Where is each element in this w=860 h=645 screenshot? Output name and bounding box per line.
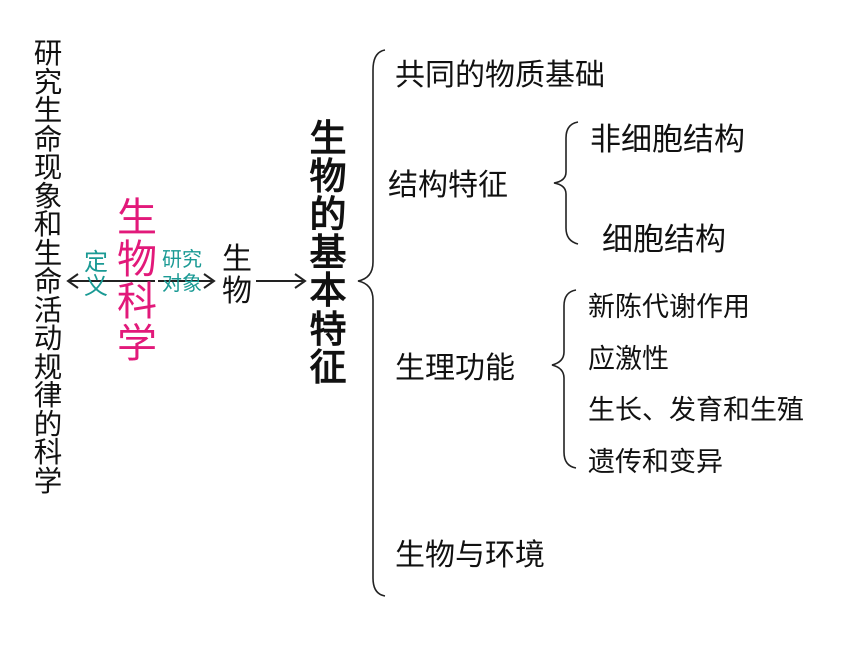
definition-text-char: 学 [33, 464, 63, 498]
definition-text-char: 研 [33, 37, 63, 70]
center-term-char: 生 [117, 195, 157, 241]
branch-environment: 生物与环境 [395, 538, 545, 573]
definition-text-char: 生 [33, 236, 63, 270]
definition-text-char: 动 [33, 322, 63, 355]
characteristics-title-char: 物 [309, 155, 347, 199]
center-term-char: 科 [117, 279, 157, 325]
definition-text-char: 规 [33, 350, 63, 384]
research-object-arrow-head [203, 273, 216, 289]
branch-physiology-label: 生理功能 [395, 351, 515, 386]
characteristics-title-char: 的 [309, 193, 347, 237]
research-object-label-line-1: 研究 [162, 247, 202, 271]
research-object-label-line-2: 对象 [162, 271, 202, 295]
physiology-item-growth: 生长、发育和生殖 [588, 395, 804, 426]
branch-common-basis: 共同的物质基础 [395, 58, 605, 93]
object-text: 生物 [218, 244, 256, 307]
object-text-char: 物 [222, 273, 252, 309]
object-text-char: 生 [222, 242, 252, 277]
definition-text-char: 命 [33, 122, 63, 156]
center-term-char: 学 [117, 321, 157, 367]
definition-text-char: 活 [33, 293, 63, 327]
center-term: 生物科学 [114, 197, 160, 365]
characteristics-title-char: 本 [309, 269, 347, 313]
structure-item-noncellular: 非细胞结构 [590, 122, 745, 158]
physiology-brace [551, 289, 577, 469]
definition-text-char: 的 [33, 407, 63, 441]
branch-structure-label: 结构特征 [388, 168, 508, 203]
physiology-item-heredity: 遗传和变异 [588, 447, 723, 478]
characteristics-title-char: 征 [309, 345, 347, 389]
definition-text: 研究生命现象和生命活动规律的科学 [30, 37, 66, 498]
characteristics-title: 生物的基本特征 [303, 117, 353, 389]
definition-text-char: 和 [33, 208, 63, 241]
center-term-char: 物 [117, 237, 157, 283]
research-object-label: 研究 对象 [152, 247, 212, 295]
definition-text-char: 现 [33, 151, 63, 184]
definition-text-char: 科 [33, 436, 63, 469]
definition-text-char: 命 [33, 265, 63, 298]
characteristics-title-char: 特 [309, 307, 347, 351]
definition-text-char: 究 [33, 65, 63, 99]
definition-text-char: 生 [33, 94, 63, 127]
main-brace [357, 49, 386, 597]
definition-label-char: 定 [84, 248, 108, 276]
characteristics-title-char: 基 [309, 231, 347, 275]
structure-brace [553, 121, 579, 245]
definition-text-char: 律 [33, 379, 63, 412]
structure-item-cellular: 细胞结构 [602, 222, 726, 258]
characteristics-arrow-head [294, 273, 307, 289]
definition-label: 定义 [81, 250, 111, 298]
physiology-item-metabolism: 新陈代谢作用 [588, 292, 750, 323]
definition-arrow-head [66, 273, 79, 289]
definition-text-char: 象 [33, 179, 63, 213]
characteristics-title-char: 生 [309, 117, 347, 160]
physiology-item-irritability: 应激性 [588, 344, 669, 375]
definition-label-char: 义 [84, 272, 108, 300]
